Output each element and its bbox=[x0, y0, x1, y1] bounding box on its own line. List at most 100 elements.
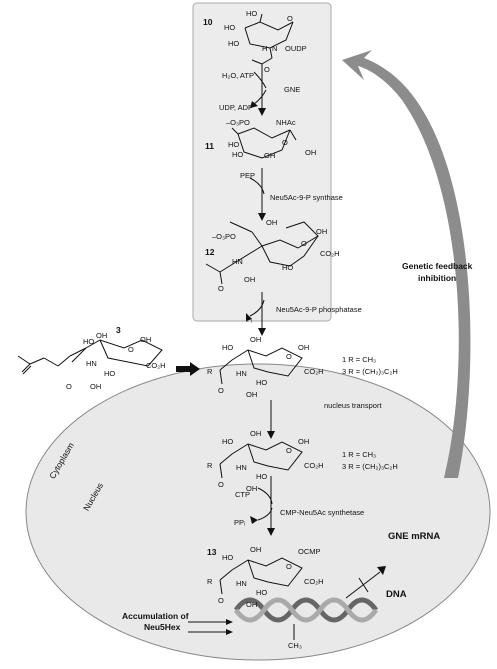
arrowheads bbox=[226, 101, 386, 635]
compound-r1-ho: HO bbox=[222, 343, 234, 352]
compound-10-oudp: OUDP bbox=[285, 44, 307, 53]
compound-r1-def-3: 3 R = (CH₂)₃C₂H bbox=[342, 367, 398, 376]
compound-10-h: H bbox=[262, 44, 268, 53]
compound-r2-carbonyl-o: O bbox=[218, 480, 224, 489]
structure-11 bbox=[231, 127, 297, 159]
compound-13-ho: HO bbox=[222, 553, 234, 562]
compound-r1-carbonyl-o: O bbox=[218, 386, 224, 395]
step1-reagents-in: H₂O, ATP bbox=[222, 71, 254, 80]
compound-r2-o: O bbox=[286, 446, 292, 455]
compound-r2-hn: HN bbox=[236, 463, 247, 472]
pathway-arrows bbox=[188, 68, 381, 633]
compound-11-number: 11 bbox=[205, 141, 214, 151]
compound-12-number: 12 bbox=[205, 247, 215, 257]
compound-11-ho: HO bbox=[228, 140, 240, 149]
compound-11-nhac: NHAc bbox=[276, 118, 296, 127]
compound-13-ho-2: HO bbox=[256, 588, 268, 597]
accumulation-line1: Accumulation of bbox=[122, 611, 189, 621]
dna-helix bbox=[233, 597, 379, 640]
accumulation-line2: Neu5Hex bbox=[144, 622, 181, 632]
compound-13-number: 13 bbox=[207, 547, 217, 557]
compound-11-phosphate: –O₃PO bbox=[226, 118, 250, 127]
structure-10 bbox=[244, 13, 294, 70]
compound-13-co2h: CO₂H bbox=[304, 577, 324, 586]
compound-r2-ho: HO bbox=[222, 437, 234, 446]
feedback-arrow bbox=[342, 50, 471, 478]
structure-r1 bbox=[219, 347, 303, 385]
compound-12-oh-bottom: OH bbox=[244, 275, 256, 284]
step4-reagent-in: CTP bbox=[235, 490, 250, 499]
compound-r2-co2h: CO₂H bbox=[304, 461, 324, 470]
compound-r2-oh-3: OH bbox=[246, 484, 258, 493]
dna-label: DNA bbox=[386, 589, 407, 600]
compound-3-number: 3 bbox=[116, 325, 121, 335]
compound-13-o: O bbox=[286, 562, 292, 571]
structure-r2 bbox=[219, 441, 303, 479]
compound-10-ho-1: HO bbox=[246, 9, 258, 18]
step1-reagents-out: UDP, ADP bbox=[219, 103, 254, 112]
compound-r1-r: R bbox=[207, 367, 213, 376]
compound-11-ho-2: HO bbox=[232, 150, 244, 159]
compound-r1-ho-2: HO bbox=[256, 378, 268, 387]
compound-12-co2h: CO₂H bbox=[320, 249, 340, 258]
compound-3-o: O bbox=[128, 345, 134, 354]
step4-reagent-out: PPᵢ bbox=[234, 518, 246, 527]
compound-r1-oh-2: OH bbox=[298, 343, 310, 352]
step2-reagent-in: PEP bbox=[240, 171, 256, 180]
gne-mrna-label: GNE mRNA bbox=[388, 531, 441, 542]
compound-r1-oh-3: OH bbox=[246, 390, 258, 399]
dna-methyl-label: CH₃ bbox=[288, 641, 302, 650]
structure-12 bbox=[205, 221, 319, 285]
step4-enzyme: CMP-Neu5Ac synthetase bbox=[280, 508, 365, 517]
compound-3-oh-3: OH bbox=[90, 382, 102, 391]
compound-r1-oh-1: OH bbox=[250, 335, 262, 344]
compound-10-number: 10 bbox=[203, 17, 213, 27]
compound-11-o: O bbox=[282, 138, 288, 147]
compound-13-oh-3: OH bbox=[246, 600, 258, 609]
nucleus-ellipse bbox=[25, 363, 491, 661]
compound-12-phosphate: –O₃PO bbox=[212, 232, 236, 241]
feedback-label-line2: inhibition bbox=[418, 273, 457, 283]
compound-3-carbonyl-o: O bbox=[66, 382, 72, 391]
compound-11-oh-2: OH bbox=[305, 148, 317, 157]
compound-12-oh-top: OH bbox=[266, 218, 278, 227]
compound-r1-o: O bbox=[286, 352, 292, 361]
compound-3-ho: HO bbox=[83, 337, 95, 346]
compound-12-ho: HO bbox=[282, 263, 294, 272]
compound-13-oh-1: OH bbox=[250, 545, 262, 554]
compound-r2-oh-1: OH bbox=[250, 429, 262, 438]
compound-r2-def-1: 1 R = CH₃ bbox=[342, 450, 377, 459]
compound-3-co2h: CO₂H bbox=[146, 361, 166, 370]
compound-r1-co2h: CO₂H bbox=[304, 367, 324, 376]
step1-enzyme: GNE bbox=[284, 85, 301, 94]
compound-r2-def-3: 3 R = (CH₂)₃C₂H bbox=[342, 462, 398, 471]
compound-13-r: R bbox=[207, 577, 213, 586]
compound-r1-hn: HN bbox=[236, 369, 247, 378]
compound-3-oh-2: OH bbox=[140, 335, 152, 344]
transport-label: nucleus transport bbox=[324, 401, 382, 410]
compound-r2-ho-2: HO bbox=[256, 472, 268, 481]
compound-10-o: O bbox=[287, 14, 293, 23]
compound-r2-r: R bbox=[207, 461, 213, 470]
compound-13-carbonyl-o: O bbox=[218, 596, 224, 605]
compound-12-hn: HN bbox=[232, 257, 243, 266]
compound-13-ocmp: OCMP bbox=[298, 547, 321, 556]
compound-10-ho-3: HO bbox=[228, 39, 240, 48]
compound-10-n: N bbox=[272, 44, 278, 53]
compound-3-ho-2: HO bbox=[104, 369, 116, 378]
compound-12-carbonyl-o: O bbox=[218, 284, 224, 293]
compound-10-ho-2: HO bbox=[224, 23, 236, 32]
step2-enzyme: Neu5Ac-9-P synthase bbox=[270, 193, 343, 202]
structure-13 bbox=[219, 557, 303, 595]
step3-enzyme: Neu5Ac-9-P phosphatase bbox=[276, 305, 362, 314]
compound-10-carbonyl-o: O bbox=[264, 65, 270, 74]
compound-3-hn: HN bbox=[86, 359, 97, 368]
compound-r2-oh-2: OH bbox=[298, 437, 310, 446]
compound-12-o: O bbox=[301, 239, 307, 248]
bold-arrow bbox=[176, 362, 200, 376]
compound-3-oh-1: OH bbox=[96, 331, 108, 340]
step3-product-out: Pᵢ bbox=[246, 315, 253, 324]
compound-12-oh-c2: OH bbox=[316, 227, 328, 236]
feedback-label-line1: Genetic feedback bbox=[402, 261, 473, 271]
